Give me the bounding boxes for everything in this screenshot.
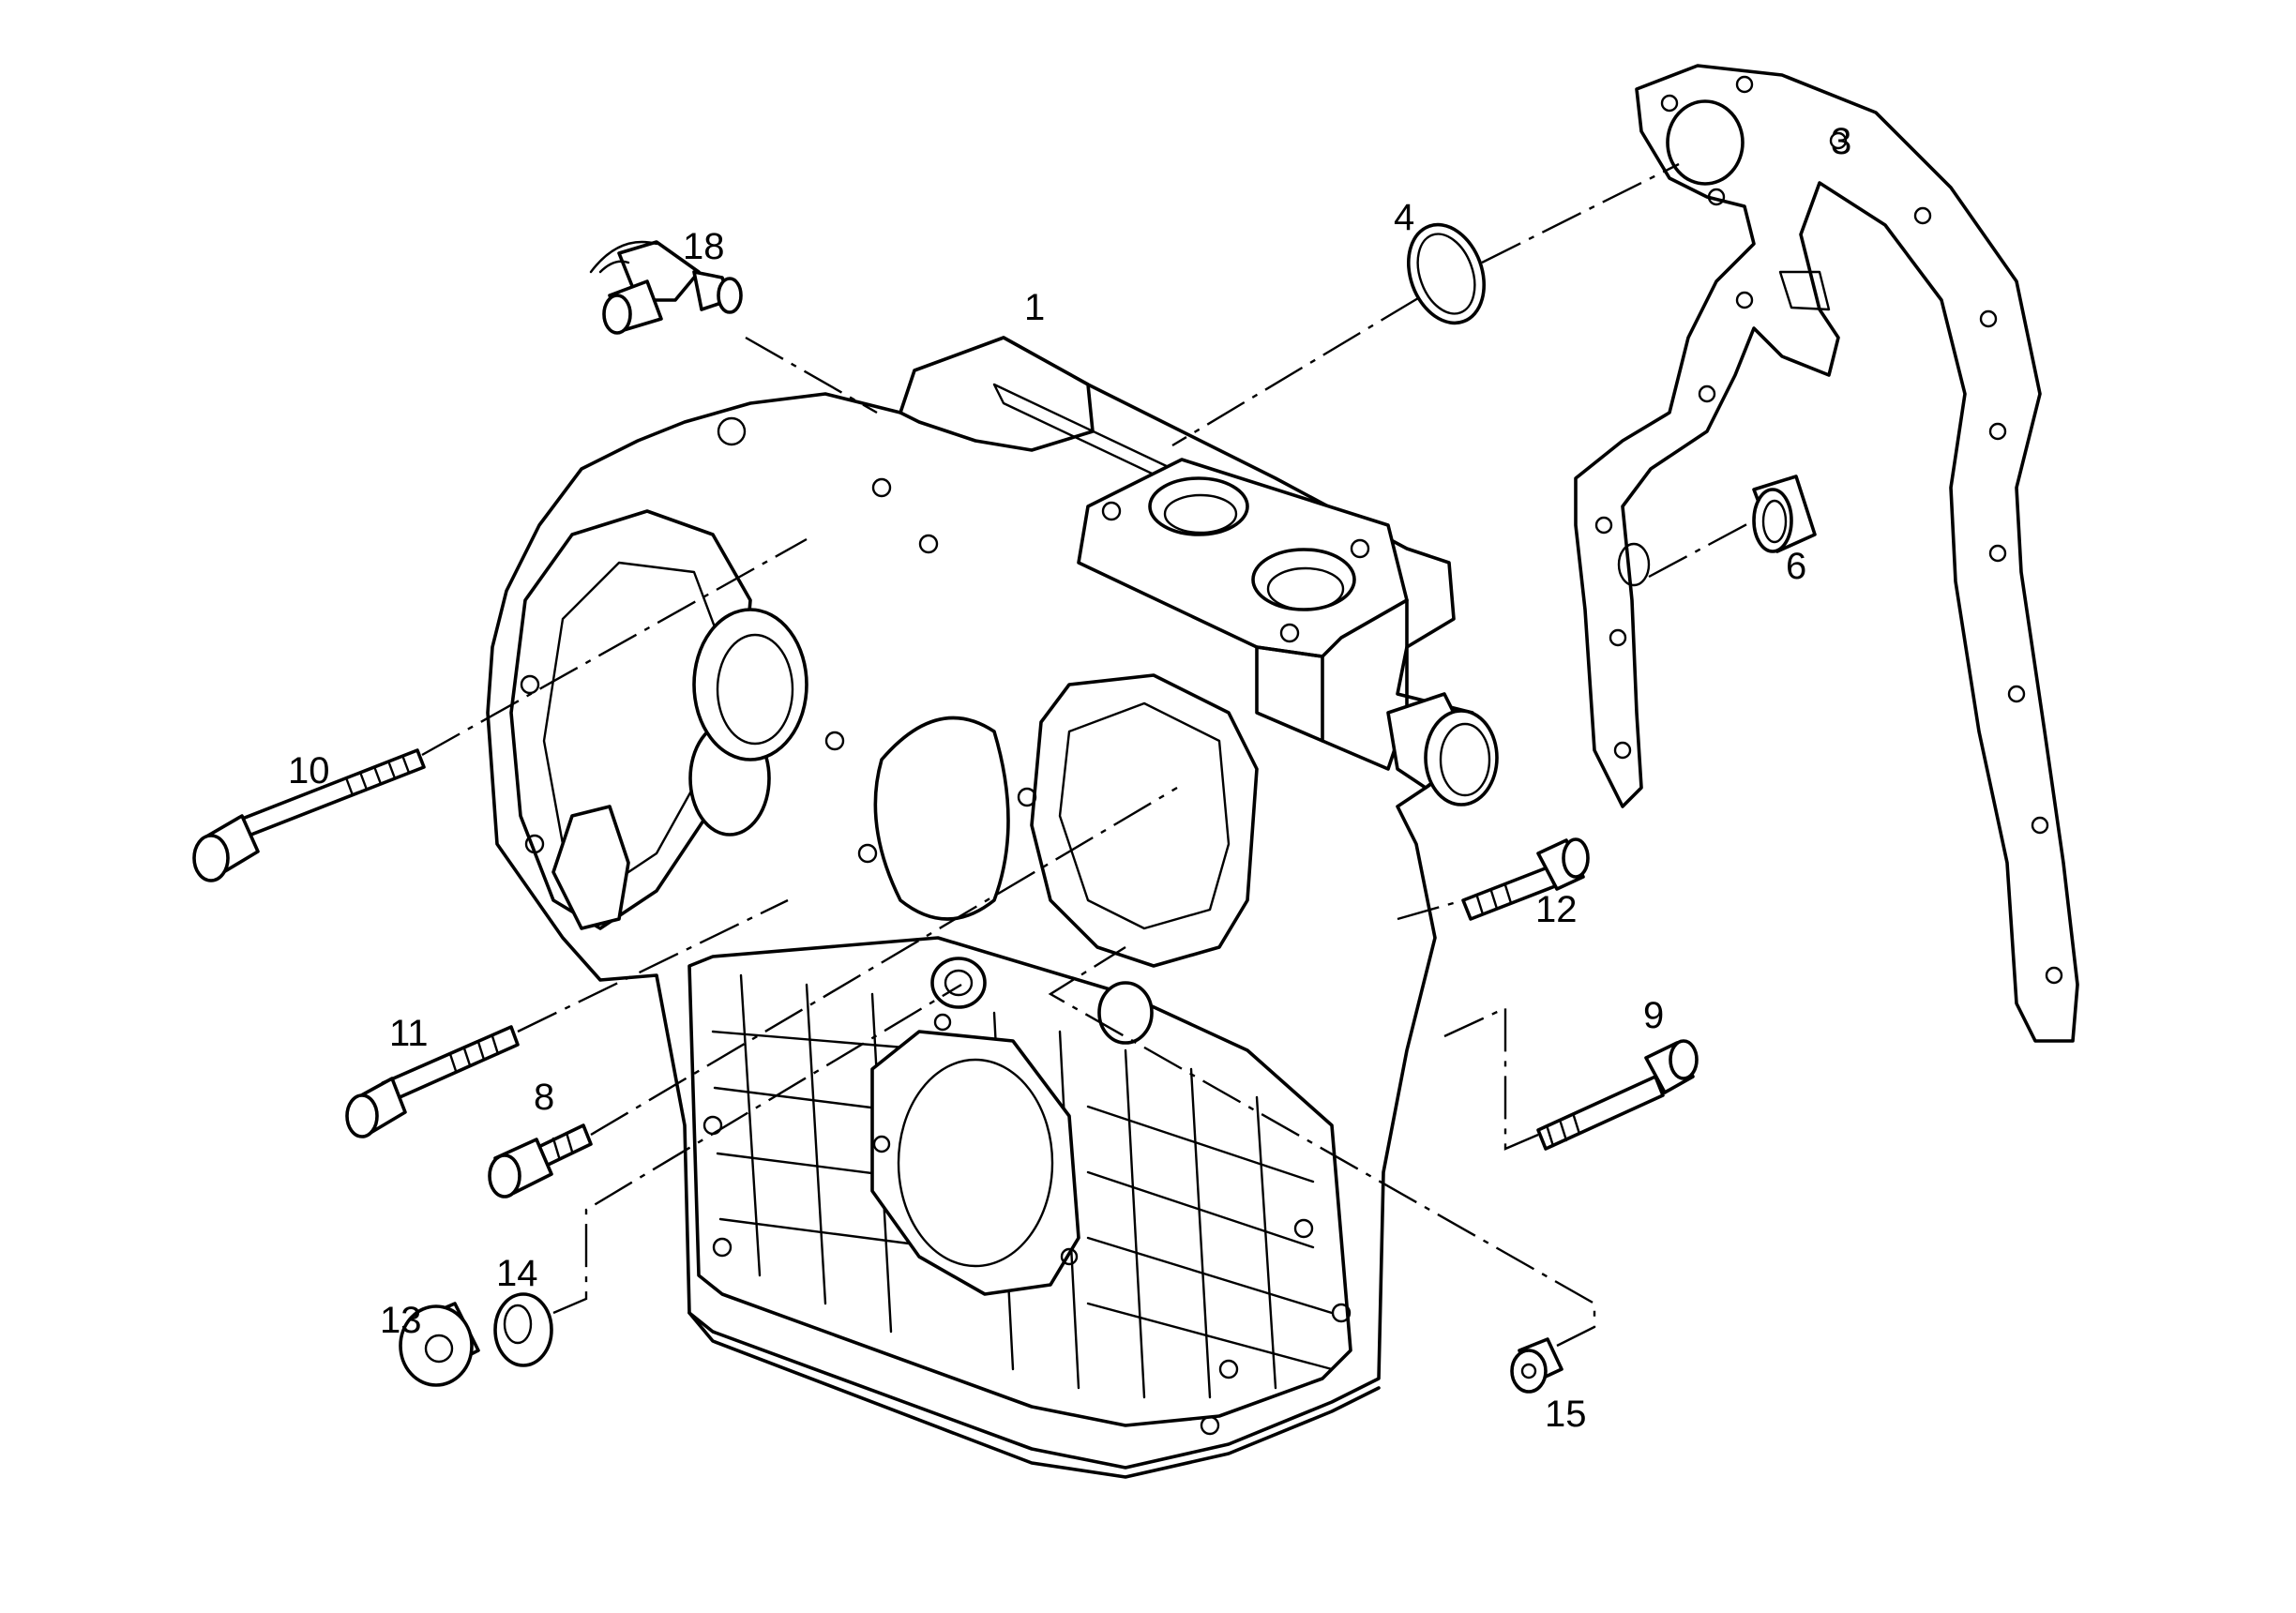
callout-15: 15 xyxy=(1545,1394,1587,1435)
callout-3: 3 xyxy=(1831,121,1852,162)
part-14-washer xyxy=(493,1292,553,1367)
part-1-timing-housing xyxy=(486,336,1499,1479)
callout-4: 4 xyxy=(1394,197,1415,238)
leader-14 xyxy=(552,983,962,1315)
callout-1: 1 xyxy=(1024,287,1046,328)
part-12-bolt xyxy=(1461,837,1590,921)
part-3-gasket xyxy=(1574,64,2079,1043)
part-9-bolt xyxy=(1536,1039,1699,1151)
callout-13: 13 xyxy=(380,1300,422,1341)
leader-8 xyxy=(590,786,1178,1137)
callout-12: 12 xyxy=(1535,889,1578,930)
part-8-bolt xyxy=(488,1123,593,1198)
leader-lines xyxy=(421,162,1755,1348)
leader-4 xyxy=(1171,296,1419,447)
leader-9 xyxy=(1443,1006,1539,1151)
part-18-sensor xyxy=(589,240,743,335)
part-15-plug xyxy=(1510,1337,1563,1394)
leader-12 xyxy=(1397,898,1464,921)
callout-14: 14 xyxy=(496,1253,538,1294)
callout-11: 11 xyxy=(389,1013,429,1054)
part-13-plug xyxy=(399,1302,480,1387)
part-6-bushing xyxy=(1752,475,1817,553)
callout-8: 8 xyxy=(534,1077,555,1118)
part-11-bolt xyxy=(345,1025,520,1138)
leader-6 xyxy=(1648,519,1755,579)
part-10-bolt xyxy=(192,748,426,882)
callout-6: 6 xyxy=(1786,546,1807,587)
leader-3 xyxy=(1481,162,1680,264)
leader-10 xyxy=(421,537,808,757)
leader-15 xyxy=(1048,945,1596,1348)
callout-18: 18 xyxy=(683,226,725,267)
leader-11 xyxy=(517,898,789,1033)
callout-10: 10 xyxy=(288,750,330,791)
part-4-o-ring xyxy=(1406,222,1487,325)
callout-9: 9 xyxy=(1643,995,1665,1036)
leader-18 xyxy=(745,336,878,415)
